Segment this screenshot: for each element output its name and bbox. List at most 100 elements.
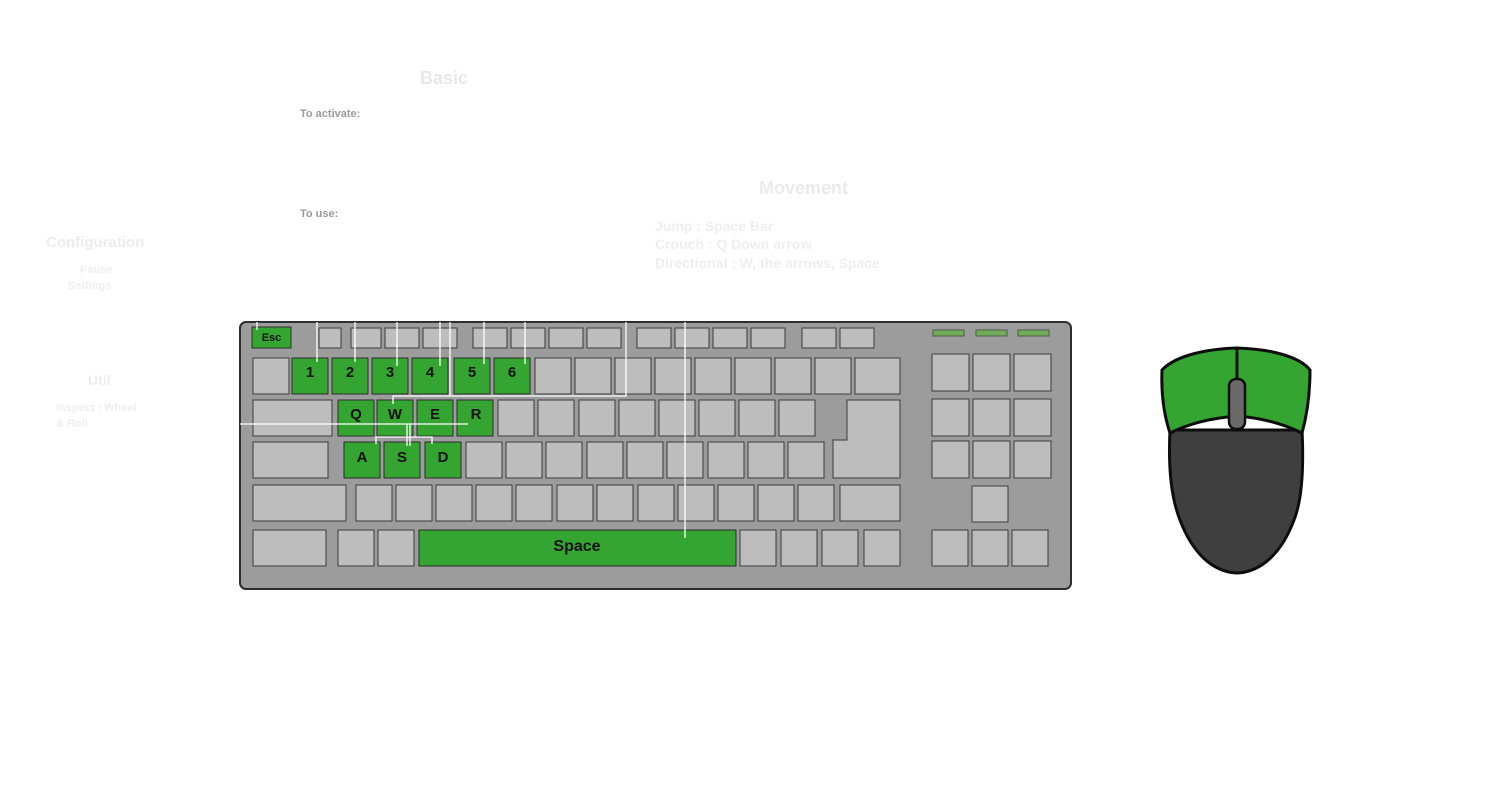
key-x[interactable] bbox=[435, 484, 473, 522]
callout-movement-line-3: Directional : W, the arrows, Space bbox=[655, 255, 880, 271]
key-home[interactable] bbox=[972, 353, 1011, 392]
key-v[interactable] bbox=[515, 484, 553, 522]
key-minus[interactable] bbox=[694, 357, 732, 395]
key-nav-extra-2[interactable] bbox=[972, 440, 1011, 479]
key-u[interactable] bbox=[578, 399, 616, 437]
key-3[interactable] bbox=[371, 357, 409, 395]
key-hash[interactable] bbox=[787, 441, 825, 479]
key-z[interactable] bbox=[395, 484, 433, 522]
key-arrow-down[interactable] bbox=[971, 529, 1009, 567]
mouse-right-button[interactable] bbox=[1235, 346, 1312, 436]
key-6[interactable] bbox=[493, 357, 531, 395]
key-tab[interactable] bbox=[252, 399, 333, 437]
key-backspace-b[interactable] bbox=[814, 357, 852, 395]
key-fn[interactable] bbox=[780, 529, 818, 567]
key-backtick[interactable] bbox=[252, 357, 290, 395]
key-caps-lock[interactable] bbox=[252, 441, 329, 479]
key-f12[interactable] bbox=[750, 327, 786, 349]
mouse-left-button[interactable] bbox=[1160, 346, 1239, 436]
key-f6[interactable] bbox=[510, 327, 546, 349]
key-delete[interactable] bbox=[931, 398, 970, 437]
key-a[interactable] bbox=[343, 441, 381, 479]
key-arrow-left[interactable] bbox=[931, 529, 969, 567]
key-backslash[interactable] bbox=[355, 484, 393, 522]
key-k[interactable] bbox=[626, 441, 664, 479]
key-t[interactable] bbox=[497, 399, 535, 437]
key-open-bracket[interactable] bbox=[738, 399, 776, 437]
key-semicolon[interactable] bbox=[707, 441, 745, 479]
key-nav-extra-1[interactable] bbox=[931, 440, 970, 479]
key-right-shift[interactable] bbox=[839, 484, 901, 522]
key-nav-extra-3[interactable] bbox=[1013, 440, 1052, 479]
key-6-label: 6 bbox=[508, 364, 516, 381]
key-i[interactable] bbox=[618, 399, 656, 437]
key-backspace[interactable] bbox=[854, 357, 901, 395]
key-o[interactable] bbox=[658, 399, 696, 437]
key-y[interactable] bbox=[537, 399, 575, 437]
key-f[interactable] bbox=[465, 441, 503, 479]
key-g[interactable] bbox=[505, 441, 543, 479]
key-equals[interactable] bbox=[734, 357, 772, 395]
callout-basic-title: Basic bbox=[420, 68, 469, 88]
number-row: 1 2 3 4 5 6 bbox=[252, 357, 901, 395]
key-m[interactable] bbox=[637, 484, 675, 522]
key-q-label: Q bbox=[350, 406, 362, 423]
key-enter[interactable] bbox=[832, 399, 901, 479]
key-8[interactable] bbox=[574, 357, 612, 395]
key-page-up[interactable] bbox=[1013, 353, 1052, 392]
key-alt[interactable] bbox=[377, 529, 415, 567]
key-f9[interactable] bbox=[636, 327, 672, 349]
key-f8[interactable] bbox=[586, 327, 622, 349]
key-f5[interactable] bbox=[472, 327, 508, 349]
key-d[interactable] bbox=[424, 441, 462, 479]
key-9[interactable] bbox=[614, 357, 652, 395]
key-q[interactable] bbox=[337, 399, 375, 437]
key-scroll-lock[interactable] bbox=[839, 327, 875, 349]
key-s[interactable] bbox=[383, 441, 421, 479]
key-page-down[interactable] bbox=[1013, 398, 1052, 437]
key-slash[interactable] bbox=[757, 484, 795, 522]
key-n[interactable] bbox=[596, 484, 634, 522]
key-left-shift[interactable] bbox=[252, 484, 347, 522]
callout-configuration: Configuration Pause Settings bbox=[40, 234, 170, 304]
key-end[interactable] bbox=[972, 398, 1011, 437]
key-space[interactable] bbox=[418, 529, 737, 567]
key-backspace-a[interactable] bbox=[774, 357, 812, 395]
key-b[interactable] bbox=[556, 484, 594, 522]
key-2[interactable] bbox=[331, 357, 369, 395]
key-f1[interactable] bbox=[318, 327, 342, 349]
key-quote[interactable] bbox=[747, 441, 785, 479]
key-shift-extra[interactable] bbox=[797, 484, 835, 522]
key-e[interactable] bbox=[416, 399, 454, 437]
mouse-scroll-wheel[interactable] bbox=[1227, 377, 1247, 431]
key-f10[interactable] bbox=[674, 327, 710, 349]
key-4-label: 4 bbox=[426, 364, 435, 381]
key-insert[interactable] bbox=[931, 353, 970, 392]
key-print-screen[interactable] bbox=[801, 327, 837, 349]
key-arrow-right[interactable] bbox=[1011, 529, 1049, 567]
key-f2[interactable] bbox=[350, 327, 382, 349]
key-j[interactable] bbox=[586, 441, 624, 479]
key-menu[interactable] bbox=[821, 529, 859, 567]
key-1[interactable] bbox=[291, 357, 329, 395]
key-period[interactable] bbox=[717, 484, 755, 522]
key-f11[interactable] bbox=[712, 327, 748, 349]
key-h[interactable] bbox=[545, 441, 583, 479]
key-comma[interactable] bbox=[677, 484, 715, 522]
key-f3[interactable] bbox=[384, 327, 420, 349]
key-r[interactable] bbox=[456, 399, 494, 437]
key-p[interactable] bbox=[698, 399, 736, 437]
key-arrow-up[interactable] bbox=[971, 485, 1009, 523]
key-7[interactable] bbox=[534, 357, 572, 395]
key-f7[interactable] bbox=[548, 327, 584, 349]
key-close-bracket[interactable] bbox=[778, 399, 816, 437]
key-right-ctrl[interactable] bbox=[863, 529, 901, 567]
key-win[interactable] bbox=[337, 529, 375, 567]
key-alt-gr[interactable] bbox=[739, 529, 777, 567]
key-4[interactable] bbox=[411, 357, 449, 395]
key-esc[interactable] bbox=[251, 326, 292, 349]
key-c[interactable] bbox=[475, 484, 513, 522]
key-left-ctrl[interactable] bbox=[252, 529, 327, 567]
callout-configuration-line-1: Pause bbox=[80, 264, 113, 276]
